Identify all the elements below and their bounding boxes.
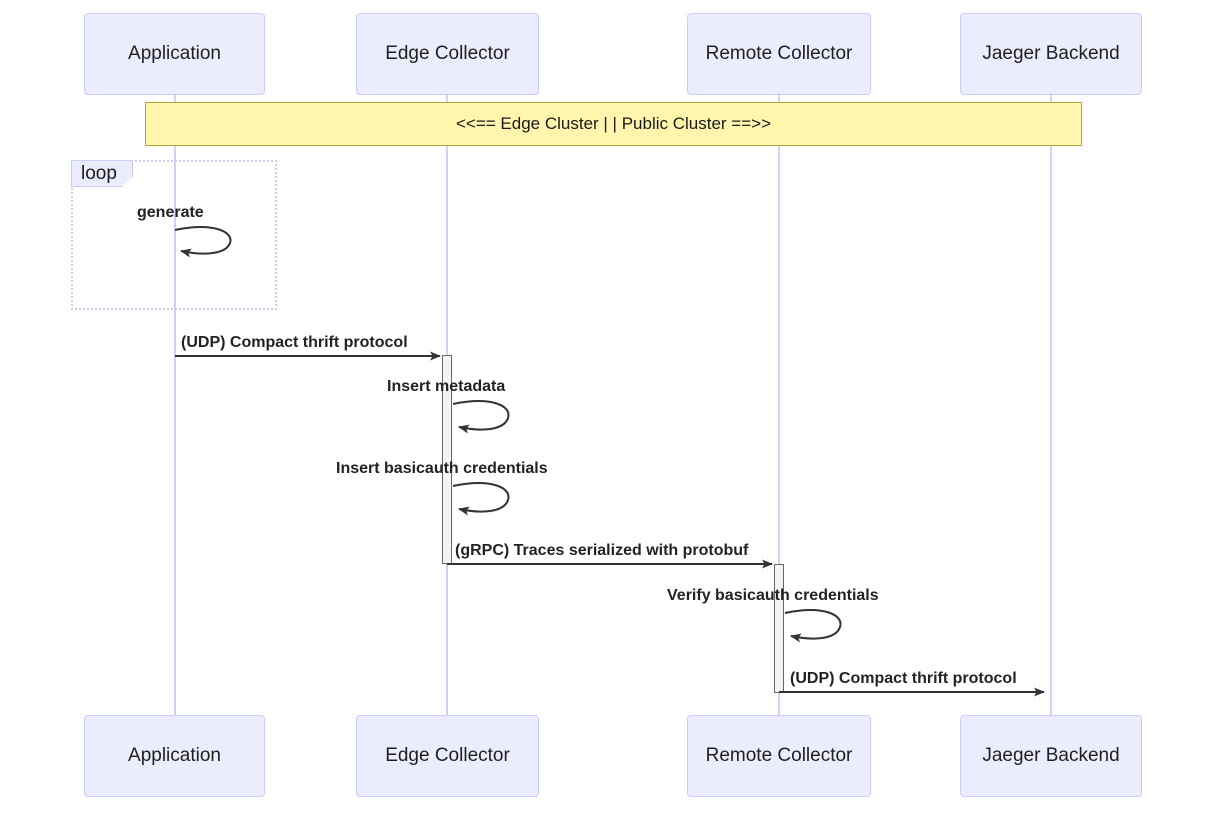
message-label-udp-compact-thrift-1: (UDP) Compact thrift protocol (181, 334, 408, 351)
participant-application-top[interactable]: Application (84, 13, 265, 95)
participant-remote-collector-bottom[interactable]: Remote Collector (687, 715, 871, 797)
participant-edge-collector-bottom[interactable]: Edge Collector (356, 715, 539, 797)
lifeline-application (174, 95, 176, 715)
message-label-grpc-protobuf: (gRPC) Traces serialized with protobuf (455, 542, 749, 559)
participant-edge-collector-bottom-label: Edge Collector (385, 744, 510, 766)
participant-remote-collector-top[interactable]: Remote Collector (687, 13, 871, 95)
participant-application-top-label: Application (128, 42, 221, 64)
message-label-generate: generate (137, 204, 204, 221)
loop-fragment-generate (71, 160, 277, 310)
participant-application-bottom-label: Application (128, 744, 221, 766)
participant-edge-collector-top[interactable]: Edge Collector (356, 13, 539, 95)
message-label-verify-basicauth: Verify basicauth credentials (667, 587, 879, 604)
participant-jaeger-backend-bottom-label: Jaeger Backend (982, 744, 1120, 766)
arrow-msg-verify-basicauth (784, 609, 842, 643)
arrow-msg-insert-basicauth (452, 482, 510, 516)
participant-application-bottom[interactable]: Application (84, 715, 265, 797)
loop-fragment-label: loop (81, 162, 117, 184)
activation-remote-collector (774, 564, 784, 693)
participant-remote-collector-top-label: Remote Collector (705, 42, 853, 64)
participant-jaeger-backend-top[interactable]: Jaeger Backend (960, 13, 1142, 95)
participant-edge-collector-top-label: Edge Collector (385, 42, 510, 64)
participant-jaeger-backend-bottom[interactable]: Jaeger Backend (960, 715, 1142, 797)
arrow-msg-insert-metadata (452, 400, 510, 434)
note-cluster-divider-text: <<== Edge Cluster | | Public Cluster ==>… (455, 114, 771, 133)
message-label-insert-basicauth: Insert basicauth credentials (336, 460, 548, 477)
lifeline-jaeger-backend (1050, 95, 1052, 715)
message-label-insert-metadata: Insert metadata (387, 378, 506, 395)
lifeline-remote-collector (778, 95, 780, 715)
note-cluster-divider: <<== Edge Cluster | | Public Cluster ==>… (145, 102, 1082, 146)
message-label-udp-compact-thrift-2: (UDP) Compact thrift protocol (790, 670, 1017, 687)
participant-jaeger-backend-top-label: Jaeger Backend (982, 42, 1120, 64)
participant-remote-collector-bottom-label: Remote Collector (705, 744, 853, 766)
loop-fragment-label-tag: loop (71, 160, 133, 187)
